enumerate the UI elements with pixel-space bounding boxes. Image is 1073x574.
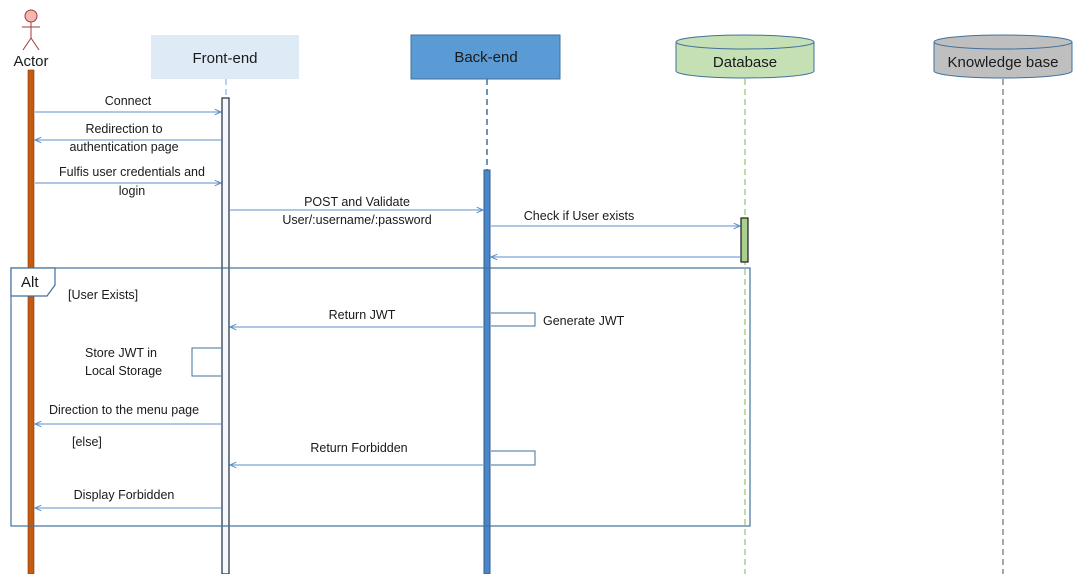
backend-header-label: Back-end [454, 49, 517, 66]
alt-fragment-frame [10, 267, 751, 527]
knowledge-base-header-label: Knowledge base [948, 54, 1059, 71]
database-cylinder-icon [675, 34, 815, 79]
return-forbidden-label: Return Forbidden [310, 441, 407, 455]
actor-stick-figure-icon [22, 9, 40, 51]
backend-activation-bar [483, 169, 491, 574]
store-jwt-label-line2: Local Storage [85, 364, 162, 378]
redirection-label-line2: authentication page [69, 140, 178, 154]
post-validate-label-line1: POST and Validate [304, 195, 410, 209]
return-jwt-label: Return JWT [329, 308, 396, 322]
knowledge-base-cylinder-icon [933, 34, 1073, 79]
return-forbidden-self-call [491, 450, 536, 466]
database-activation-bar [740, 217, 749, 263]
database-header-label: Database [713, 54, 777, 71]
actor-lifeline [27, 69, 35, 574]
credentials-label-line1: Fulfis user credentials and [59, 165, 205, 179]
credentials-label-line2: login [119, 184, 145, 198]
store-jwt-self-call [191, 347, 221, 377]
display-forbidden-label: Display Forbidden [74, 488, 175, 502]
frontend-header-label: Front-end [192, 50, 257, 67]
frontend-activation-bar [221, 97, 230, 574]
redirection-label-line1: Redirection to [85, 122, 162, 136]
post-validate-label-line2: User/:username/:password [282, 213, 431, 227]
check-user-label: Check if User exists [524, 209, 634, 223]
connect-label: Connect [105, 94, 152, 108]
backend-header-box [410, 34, 561, 80]
direction-menu-label: Direction to the menu page [49, 403, 199, 417]
alt-fragment-label-box [10, 267, 56, 297]
generate-jwt-self-call [491, 312, 536, 327]
generate-jwt-label: Generate JWT [543, 314, 625, 328]
frontend-header-box [151, 35, 299, 79]
alt-guard-user-exists: [User Exists] [68, 288, 138, 302]
actor-label: Actor [13, 53, 48, 70]
alt-guard-else: [else] [72, 435, 102, 449]
store-jwt-label-line1: Store JWT in [85, 346, 157, 360]
alt-fragment-label: Alt [21, 274, 39, 291]
